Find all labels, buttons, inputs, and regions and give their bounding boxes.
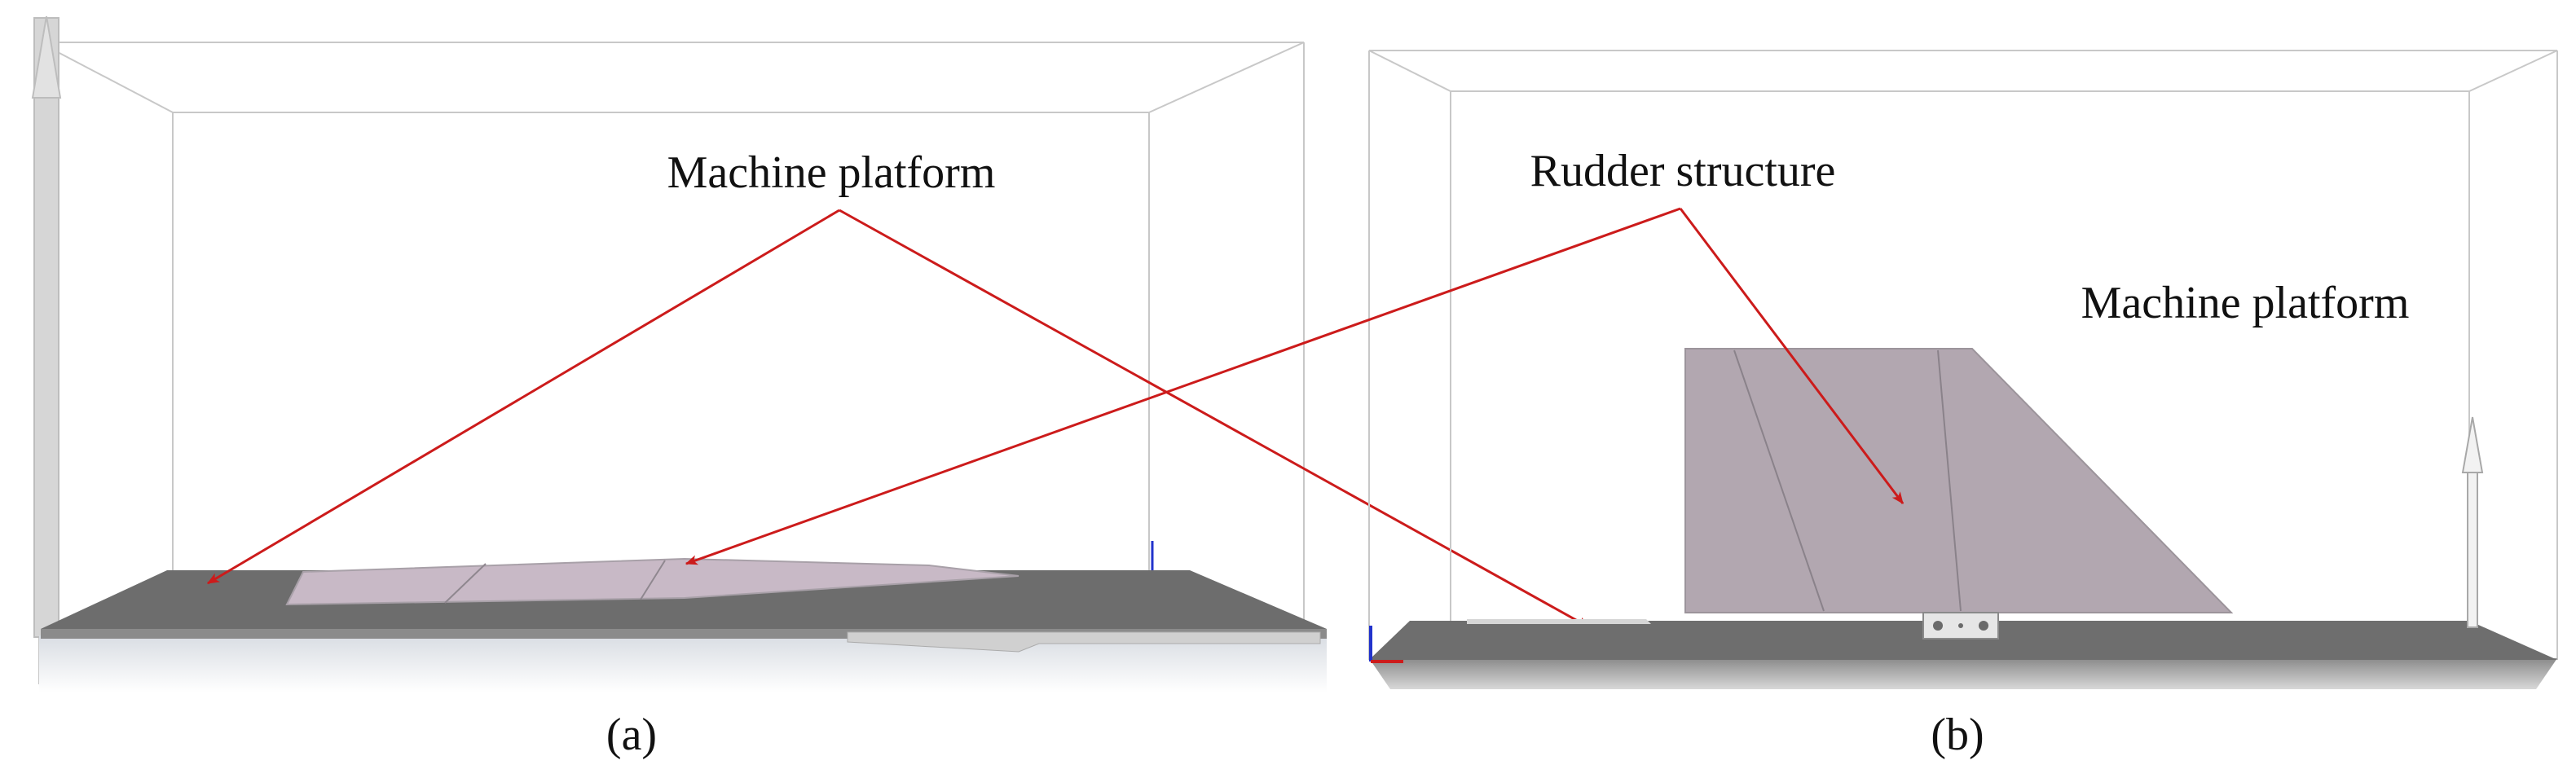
panel-b-axis-indicator <box>2461 416 2484 628</box>
panel-a: Machine platform (a) <box>31 15 1591 760</box>
panel-a-rudder-rib <box>640 560 666 600</box>
panel-a-arrow-platform-right <box>839 209 1591 629</box>
panel-b-platform-shadow <box>1369 658 2557 689</box>
panel-a-arrow-platform-left <box>206 209 840 585</box>
panel-b-rudder-rib <box>1733 349 1825 612</box>
panel-a-caption: (a) <box>606 710 657 760</box>
panel-b: Rudder structure Machine platform (b) <box>685 50 2558 760</box>
panel-b-rudder-mount <box>1922 612 1999 640</box>
panel-b-caption: (b) <box>1931 710 1984 760</box>
panel-b-small-plate <box>1467 619 1651 624</box>
panel-b-rudder-structure <box>1684 348 2234 613</box>
panel-a-label-machine-platform: Machine platform <box>667 147 996 198</box>
panel-b-origin-axes <box>1369 626 1403 663</box>
panel-b-label-machine-platform: Machine platform <box>2081 278 2410 328</box>
panel-a-axis-indicator <box>31 15 62 638</box>
panel-a-floor-reflection <box>39 635 1327 692</box>
panel-b-machine-platform <box>1369 621 2557 660</box>
panel-a-rudder-structure <box>285 557 1019 606</box>
panel-b-label-rudder-structure: Rudder structure <box>1530 146 1836 196</box>
panel-b-arrow-rudder-right <box>1679 208 1904 504</box>
panel-b-arrow-rudder-left <box>685 207 1681 565</box>
panel-b-rudder-rib <box>1937 349 1962 612</box>
panel-a-lower-plate <box>847 631 1321 653</box>
panel-a-rudder-rib <box>444 563 487 604</box>
